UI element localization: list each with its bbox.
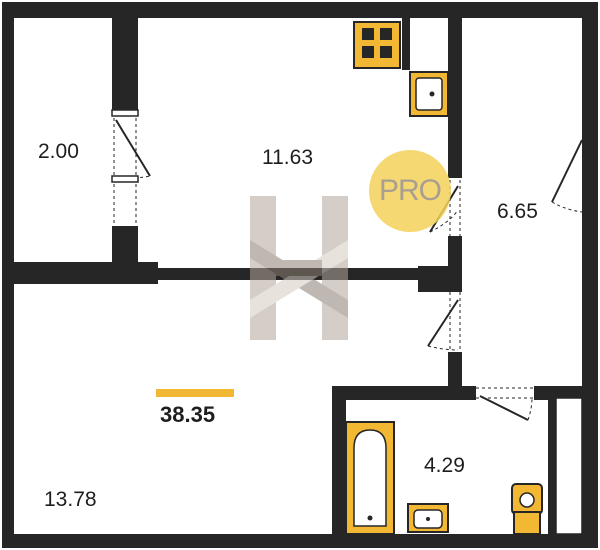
watermark-logo	[250, 196, 348, 340]
wall-kitchen-right-upper	[448, 18, 462, 178]
stove-icon	[353, 21, 401, 69]
wall-hall-right-lower	[582, 214, 598, 548]
room-area-living: 13.78	[44, 488, 97, 511]
wall-hall-left-lower	[448, 352, 462, 388]
wall-bath-top-left	[332, 386, 476, 400]
pro-badge-text: PRO	[378, 174, 442, 207]
wall-hall-right-upper	[582, 2, 598, 132]
door-swing-icon	[551, 134, 585, 213]
door-swing-icon	[476, 387, 534, 421]
room-area-bathroom: 4.29	[424, 454, 465, 477]
bath-partition	[555, 397, 583, 535]
wall-outer-bottom	[2, 534, 598, 548]
total-area-accent-bar	[156, 389, 234, 397]
wall-niche	[402, 18, 410, 70]
total-area: 38.35	[160, 402, 216, 427]
wall-outer-top	[2, 2, 598, 18]
washbasin-icon	[407, 503, 449, 533]
door-swing-icon	[427, 292, 461, 352]
room-area-kitchen: 11.63	[262, 146, 313, 169]
bathtub-icon	[345, 421, 395, 535]
wall-kitchen-right-mid	[448, 236, 462, 292]
wall-storage-bottom	[2, 262, 158, 284]
toilet-icon	[511, 483, 543, 535]
door-swing-icon	[111, 109, 151, 224]
room-area-storage: 2.00	[38, 140, 79, 163]
room-area-hall: 6.65	[497, 200, 538, 223]
pro-badge: PRO	[369, 150, 451, 232]
wall-bath-top-right	[534, 386, 598, 400]
wall-bath-left	[332, 386, 346, 548]
sink-icon	[409, 71, 449, 117]
wall-storage-right-upper	[112, 2, 138, 110]
wall-bath-right-inner	[548, 398, 556, 536]
